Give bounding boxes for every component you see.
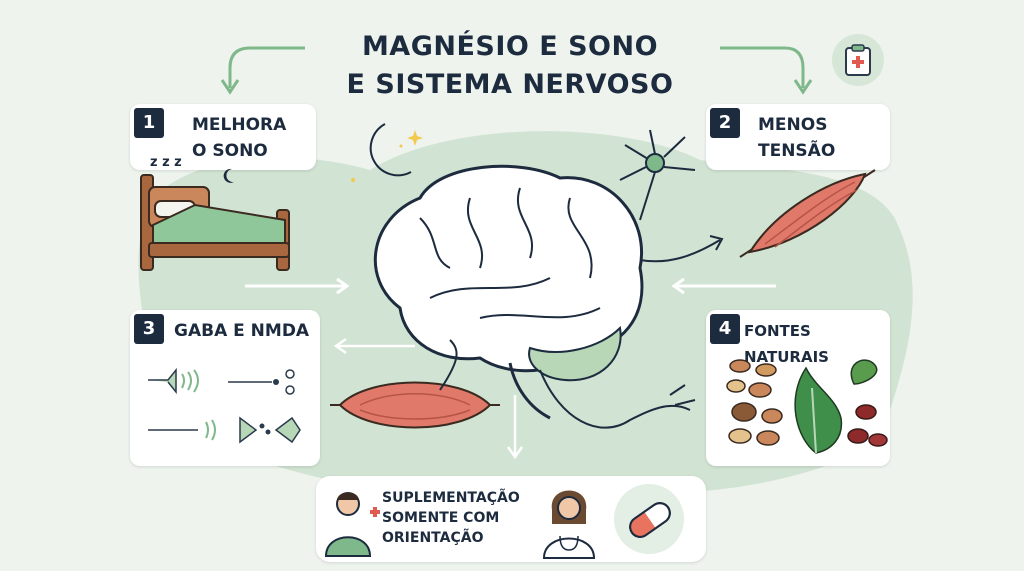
card-4-label: FONTES NATURAIS [744,322,829,366]
step-number-3: 3 [134,314,164,344]
card-1-label: MELHORA O SONO [192,115,287,161]
arrow-to-brain-right [671,277,776,295]
spinach-leaf-icon [794,366,843,454]
clipboard-medical-icon [832,34,884,86]
supplement-label: SUPLEMENTAÇÃO SOMENTE COM ORIENTAÇÃO [382,490,520,546]
card-3-label: GABA E NMDA [174,321,310,341]
arrow-to-brain-left [245,277,350,295]
small-moon-icon [223,168,234,183]
nerve-lines [439,339,696,429]
page-title: MAGNÉSIO E SONO E SISTEMA NERVOSO [346,31,674,100]
synapse-signal-icon [148,367,301,444]
muscle-icon-center [330,381,500,429]
sleep-z-marks: z z z [150,155,182,170]
muscle-icon-right [739,169,876,258]
arrow-to-card-3 [333,337,415,355]
title-arrow-left [220,46,305,95]
card-less-tension: 2 MENOS TENSÃO [706,104,890,170]
step-number-2: 2 [710,108,740,138]
bed-icon [140,174,290,271]
card-gaba-nmda: 3 GABA E NMDA [130,310,320,466]
female-doctor-icon [542,490,596,559]
card-supplement: SUPLEMENTAÇÃO SOMENTE COM ORIENTAÇÃO [316,476,706,562]
card-2-label: MENOS TENSÃO [758,115,836,161]
pill-icon [614,484,684,554]
title-arrow-right [720,46,813,95]
step-number-4: 4 [710,314,740,344]
beans-icon [847,359,888,447]
card-natural-sources: 4 FONTES NATURAIS [706,310,890,466]
nuts-icon [726,359,783,446]
arrow-to-muscle [639,235,724,263]
moon-stars-icon [351,123,423,182]
neuron-icon [619,129,696,221]
card-improves-sleep: 1 MELHORA O SONO [130,104,316,170]
male-doctor-icon [324,492,380,557]
step-number-1: 1 [134,108,164,138]
arrow-down-supplement [506,395,524,460]
